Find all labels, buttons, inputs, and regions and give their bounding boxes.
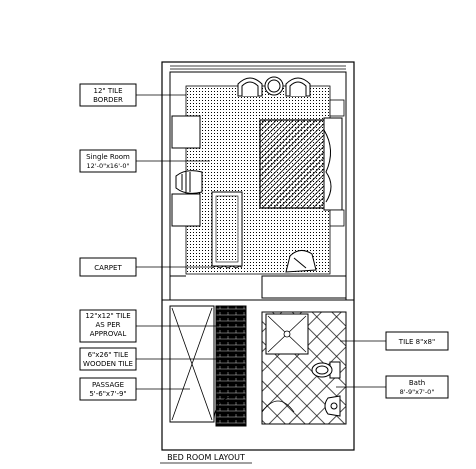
- toilet-icon: [311, 361, 341, 379]
- nightstand-icon: [329, 99, 345, 117]
- chair-icon: [175, 170, 203, 194]
- outer-walls: [161, 61, 355, 451]
- label-bath: Bath 8'-9"x7'-0": [336, 375, 449, 399]
- label-text: WOODEN TILE: [83, 360, 133, 368]
- label-text: BORDER: [93, 96, 123, 104]
- label-text: 8'-9"x7'-0": [400, 388, 435, 396]
- label-tile-8: TILE 8"x8": [340, 331, 449, 351]
- armchair-icon: [285, 77, 311, 97]
- bed: [259, 117, 343, 211]
- label-text: PASSAGE: [92, 381, 124, 389]
- label-text: AS PER: [96, 321, 121, 329]
- label-text: APPROVAL: [90, 330, 127, 338]
- washbasin-icon: [324, 395, 341, 417]
- label-tile-border: 12" TILE BORDER: [79, 83, 186, 107]
- round-table-icon: [264, 76, 284, 96]
- label-text: TILE 8"x8": [398, 338, 435, 346]
- page-title: BED ROOM LAYOUT: [167, 453, 245, 462]
- label-text: Single Room: [86, 153, 130, 161]
- drawing-title: BED ROOM LAYOUT: [160, 453, 252, 464]
- wall-cabinet: [171, 115, 201, 227]
- label-text: CARPET: [94, 264, 122, 272]
- label-tile-12: 12"x12" TILE AS PER APPROVAL: [79, 309, 216, 343]
- label-carpet: CARPET: [79, 257, 212, 277]
- label-passage: PASSAGE 5'-6"x7'-9": [79, 377, 190, 401]
- label-wooden-tile: 6"x26" TILE WOODEN TILE: [79, 347, 220, 371]
- carpet-rug: [211, 191, 243, 269]
- label-text: 12"x12" TILE: [85, 312, 130, 320]
- label-single-room: Single Room 12'-0"x16'-0": [79, 149, 210, 173]
- label-text: Bath: [409, 379, 425, 387]
- room-partition: [170, 275, 347, 299]
- nightstand-icon: [329, 209, 345, 227]
- label-text: 6"x26" TILE: [88, 351, 129, 359]
- armchair-icon: [237, 77, 263, 97]
- passage-area: [169, 305, 247, 427]
- label-text: 12" TILE: [93, 87, 122, 95]
- lounge-chair-icon: [285, 250, 317, 273]
- label-text: 5'-6"x7'-9": [89, 390, 126, 398]
- label-text: 12'-0"x16'-0": [87, 162, 130, 170]
